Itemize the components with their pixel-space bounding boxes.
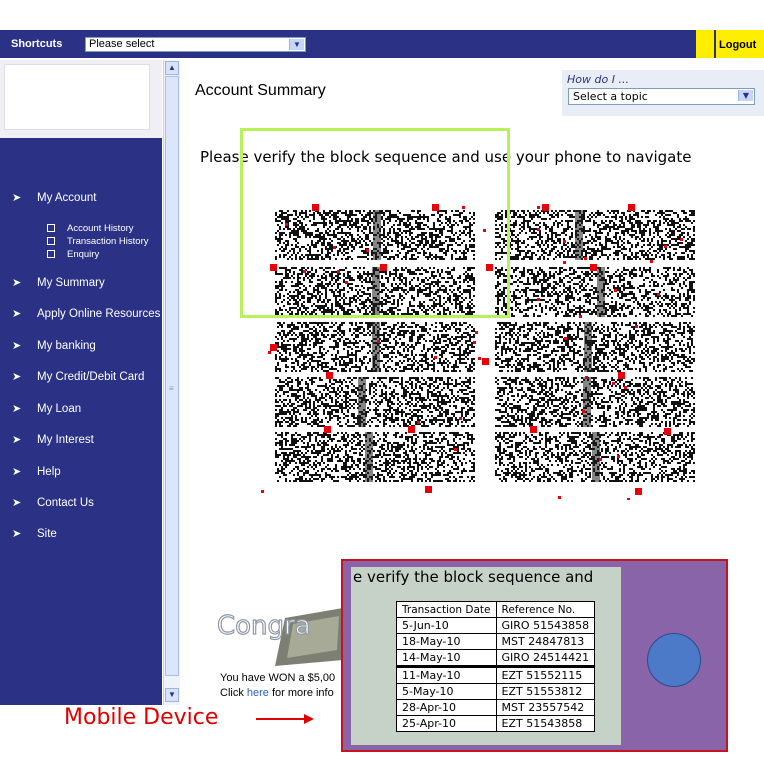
reference-cell: GIRO 51543858 — [495, 617, 596, 634]
arrow-icon: ➤ — [12, 466, 22, 478]
sidebar-item-my-banking[interactable]: ➤My banking — [12, 340, 96, 352]
chevron-down-icon[interactable]: ▼ — [289, 39, 304, 50]
arrow-icon: ➤ — [12, 308, 22, 320]
promo-text: You have WON a $5,00 — [220, 672, 336, 684]
reference-cell: MST 23557542 — [495, 699, 596, 716]
scroll-down-icon[interactable]: ▼ — [165, 688, 179, 702]
arrow-icon: ➤ — [12, 192, 22, 204]
topic-select-value: Select a topic — [573, 90, 648, 103]
arrow-icon: ➤ — [12, 403, 22, 415]
reference-cell: EZT 51552115 — [495, 666, 596, 684]
table-header-row: Transaction Date Reference No. — [396, 601, 596, 618]
highlight-frame — [240, 128, 510, 318]
transaction-date-cell: 25-Apr-10 — [396, 715, 497, 732]
sidebar-item-apply-online[interactable]: ➤Apply Online Resources — [12, 308, 161, 320]
sidebar-item-my-loan[interactable]: ➤My Loan — [12, 403, 82, 415]
sidebar-item-my-account[interactable]: ➤My Account — [12, 192, 97, 204]
mobile-device-label: Mobile Device — [64, 705, 219, 730]
transaction-date-cell: 18-May-10 — [396, 633, 497, 650]
promo-image: Congra — [216, 608, 343, 666]
scroll-up-icon[interactable]: ▲ — [165, 61, 179, 75]
money-stack-shape — [287, 616, 339, 658]
howdo-label: How do I ... — [567, 73, 629, 86]
device-screen-title: e verify the block sequence and — [353, 568, 594, 586]
chevron-down-icon[interactable]: ▼ — [738, 90, 753, 101]
arrow-icon: ➤ — [12, 371, 22, 383]
logout-area — [696, 30, 764, 58]
arrow-icon: ➤ — [12, 434, 22, 446]
sidebar-subitem-enquiry[interactable]: Enquiry — [47, 249, 99, 260]
block-sequence-grid — [261, 204, 695, 500]
logout-button[interactable]: Logout — [719, 39, 757, 51]
arrow-icon: ➤ — [12, 497, 22, 509]
sidebar-item-credit-debit-card[interactable]: ➤My Credit/Debit Card — [12, 371, 145, 383]
sidebar-nav — [0, 138, 162, 705]
transaction-date-cell: 28-Apr-10 — [396, 699, 497, 716]
vertical-scrollbar[interactable]: ▲ ≡ ▼ — [163, 60, 180, 705]
logout-divider — [714, 30, 716, 58]
transaction-date-cell: 5-Jun-10 — [396, 617, 497, 634]
shortcuts-select-value: Please select — [89, 38, 155, 50]
arrow-icon: ➤ — [12, 277, 22, 289]
checkbox-icon — [47, 237, 55, 246]
checkbox-icon — [47, 250, 55, 259]
transaction-date-cell: 5-May-10 — [396, 683, 497, 700]
promo-link-line: Click here for more info — [220, 687, 334, 699]
sidebar-subitem-transaction-history[interactable]: Transaction History — [47, 236, 148, 247]
reference-cell: EZT 51543858 — [495, 715, 596, 732]
scrollbar-thumb[interactable]: ≡ — [165, 76, 179, 676]
device-home-button[interactable] — [647, 633, 701, 687]
sidebar-item-my-summary[interactable]: ➤My Summary — [12, 277, 105, 289]
column-header-date: Transaction Date — [396, 601, 497, 618]
transaction-date-cell: 14-May-10 — [396, 649, 497, 667]
sidebar-item-my-interest[interactable]: ➤My Interest — [12, 434, 94, 446]
shortcuts-label: Shortcuts — [11, 38, 63, 50]
left-blank-box — [4, 64, 150, 130]
arrow-right-icon — [256, 714, 314, 724]
promo-image-text: Congra — [217, 611, 311, 641]
arrow-icon: ➤ — [12, 340, 22, 352]
transaction-date-cell: 11-May-10 — [396, 666, 497, 684]
promo-here-link[interactable]: here — [246, 687, 269, 699]
checkbox-icon — [47, 224, 55, 233]
sidebar-item-site[interactable]: ➤Site — [12, 528, 57, 540]
grip-icon: ≡ — [169, 384, 174, 393]
verification-instruction: Please verify the block sequence and use… — [200, 148, 692, 166]
sidebar-item-contact-us[interactable]: ➤Contact Us — [12, 497, 94, 509]
shortcuts-select[interactable]: Please select ▼ — [85, 37, 306, 52]
arrow-icon: ➤ — [12, 528, 22, 540]
sidebar-subitem-account-history[interactable]: Account History — [47, 223, 134, 234]
reference-cell: MST 24847813 — [495, 633, 596, 650]
reference-cell: GIRO 24514421 — [495, 649, 596, 667]
sidebar-item-help[interactable]: ➤Help — [12, 466, 61, 478]
page-title: Account Summary — [195, 82, 326, 99]
reference-cell: EZT 51553812 — [495, 683, 596, 700]
column-header-reference: Reference No. — [495, 601, 596, 618]
topic-select[interactable]: Select a topic ▼ — [568, 88, 755, 105]
